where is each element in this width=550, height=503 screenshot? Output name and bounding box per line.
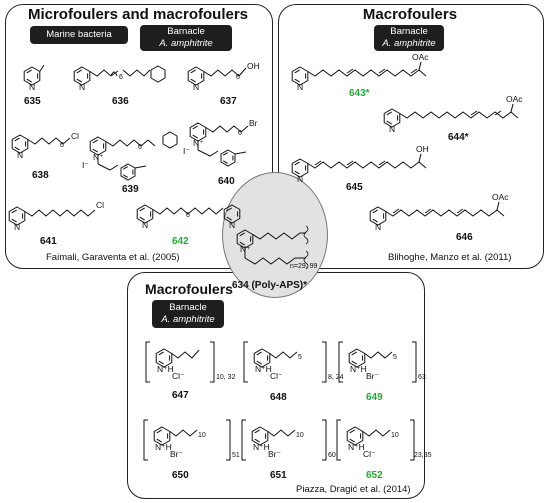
tag-barnacle-bottom: Barnacle A. amphitrite	[152, 300, 224, 328]
chain-subscript: 6	[236, 74, 240, 81]
group-oac: OAc	[492, 192, 509, 202]
compound-634: 634 (Poly-APS)*	[232, 280, 308, 291]
group-oac: OAc	[506, 94, 523, 104]
compound-641: 641	[40, 236, 57, 247]
atom-n: N	[142, 220, 149, 230]
atom-nh-plus: N⁺H	[350, 364, 367, 374]
compound-639: 639	[122, 184, 139, 195]
ion-br-minus: Br⁻	[170, 449, 183, 459]
chain-subscript: 6	[186, 212, 190, 219]
atom-n: N	[229, 220, 236, 230]
atom-n-plus: N⁺	[240, 244, 251, 254]
atom-n: N	[193, 82, 200, 92]
atom-n: N	[389, 124, 396, 134]
compound-650: 650	[172, 470, 189, 481]
compound-651: 651	[270, 470, 287, 481]
chain-subscript: 6	[238, 130, 242, 137]
compound-635: 635	[24, 96, 41, 107]
group-oac: OAc	[412, 52, 429, 62]
chain-subscript: 5	[393, 354, 397, 361]
tag-label: Marine bacteria	[46, 29, 112, 40]
atom-n: N	[14, 222, 21, 232]
compound-645: 645	[346, 182, 363, 193]
panel-title-macrofoulers-bottom: Macrofoulers	[145, 281, 233, 297]
tag-species: A. amphitrite	[159, 38, 213, 49]
group-oh: OH	[247, 61, 260, 71]
compound-643: 643*	[349, 88, 370, 99]
tag-label: Barnacle	[167, 26, 205, 37]
chain-subscript: 6	[60, 142, 64, 149]
bracket-subscript: 60	[328, 452, 336, 459]
atom-nh-plus: N⁺H	[155, 442, 172, 452]
ion-cl-minus: Cl⁻	[172, 371, 185, 381]
compound-647: 647	[172, 390, 189, 401]
tag-label: Barnacle	[390, 26, 428, 37]
tag-species: A. amphitrite	[161, 314, 215, 325]
citation-piazza: Piazza, Dragić et al. (2014)	[296, 484, 411, 495]
citation-blihoghe: Blihoghe, Manzo et al. (2011)	[388, 252, 512, 263]
atom-n-plus: N⁺	[193, 138, 204, 148]
compound-640: 640	[218, 176, 235, 187]
ion-i-minus: I⁻	[183, 146, 190, 156]
atom-n: N	[297, 82, 304, 92]
atom-cl: Cl	[96, 200, 105, 210]
compound-642: 642	[172, 236, 189, 247]
atom-br: Br	[249, 118, 258, 128]
compound-646: 646	[456, 232, 473, 243]
bracket-subscript: 10, 32	[216, 374, 236, 381]
tag-barnacle-top-left: Barnacle A. amphitrite	[140, 25, 232, 51]
chain-subscript: 6	[138, 144, 142, 151]
compound-636: 636	[112, 96, 129, 107]
compound-648: 648	[270, 392, 287, 403]
panel-title-macrofoulers-top: Macrofoulers	[362, 6, 458, 23]
compound-644: 644*	[448, 132, 469, 143]
atom-n-plus: N⁺	[93, 152, 104, 162]
chain-subscript: 6	[119, 74, 123, 81]
panel-title-microfoulers: Microfoulers and macrofoulers	[27, 6, 249, 23]
compound-649: 649	[366, 392, 383, 403]
atom-n: N	[79, 82, 86, 92]
citation-faimali: Faimali, Garaventa et al. (2005)	[46, 252, 180, 263]
compound-652: 652	[366, 470, 383, 481]
atom-n: N	[375, 222, 382, 232]
bracket-subscript: 63	[418, 374, 426, 381]
ion-cl-minus: Cl⁻	[270, 371, 283, 381]
ion-br-minus: Br⁻	[268, 449, 281, 459]
ion-cl-minus: Cl⁻	[363, 449, 376, 459]
atom-nh-plus: N⁺H	[157, 364, 174, 374]
chain-subscript: 10	[296, 432, 304, 439]
poly-aps-highlight	[222, 172, 328, 298]
ion-i-minus: I⁻	[82, 160, 89, 170]
atom-n: N	[29, 82, 36, 92]
bracket-subscript: 23,35	[414, 452, 432, 459]
atom-n: N	[17, 150, 24, 160]
repeat-count: n=29, 99	[290, 263, 318, 270]
chain-subscript: 5	[298, 354, 302, 361]
group-oh: OH	[416, 144, 429, 154]
atom-n: N	[297, 174, 304, 184]
atom-cl: Cl	[71, 131, 80, 141]
bracket-subscript: 51	[232, 452, 240, 459]
atom-nh-plus: N⁺H	[255, 364, 272, 374]
tag-barnacle-top-right: Barnacle A. amphitrite	[374, 25, 444, 51]
bracket-subscript: 8, 24	[328, 374, 344, 381]
chain-subscript: 10	[391, 432, 399, 439]
ion-br-minus: Br⁻	[366, 371, 379, 381]
tag-marine-bacteria: Marine bacteria	[30, 26, 128, 44]
atom-nh-plus: N⁺H	[348, 442, 365, 452]
atom-nh-plus: N⁺H	[253, 442, 270, 452]
tag-species: A. amphitrite	[382, 38, 436, 49]
chain-subscript: 10	[198, 432, 206, 439]
compound-638: 638	[32, 170, 49, 181]
compound-637: 637	[220, 96, 237, 107]
tag-label: Barnacle	[169, 302, 207, 313]
